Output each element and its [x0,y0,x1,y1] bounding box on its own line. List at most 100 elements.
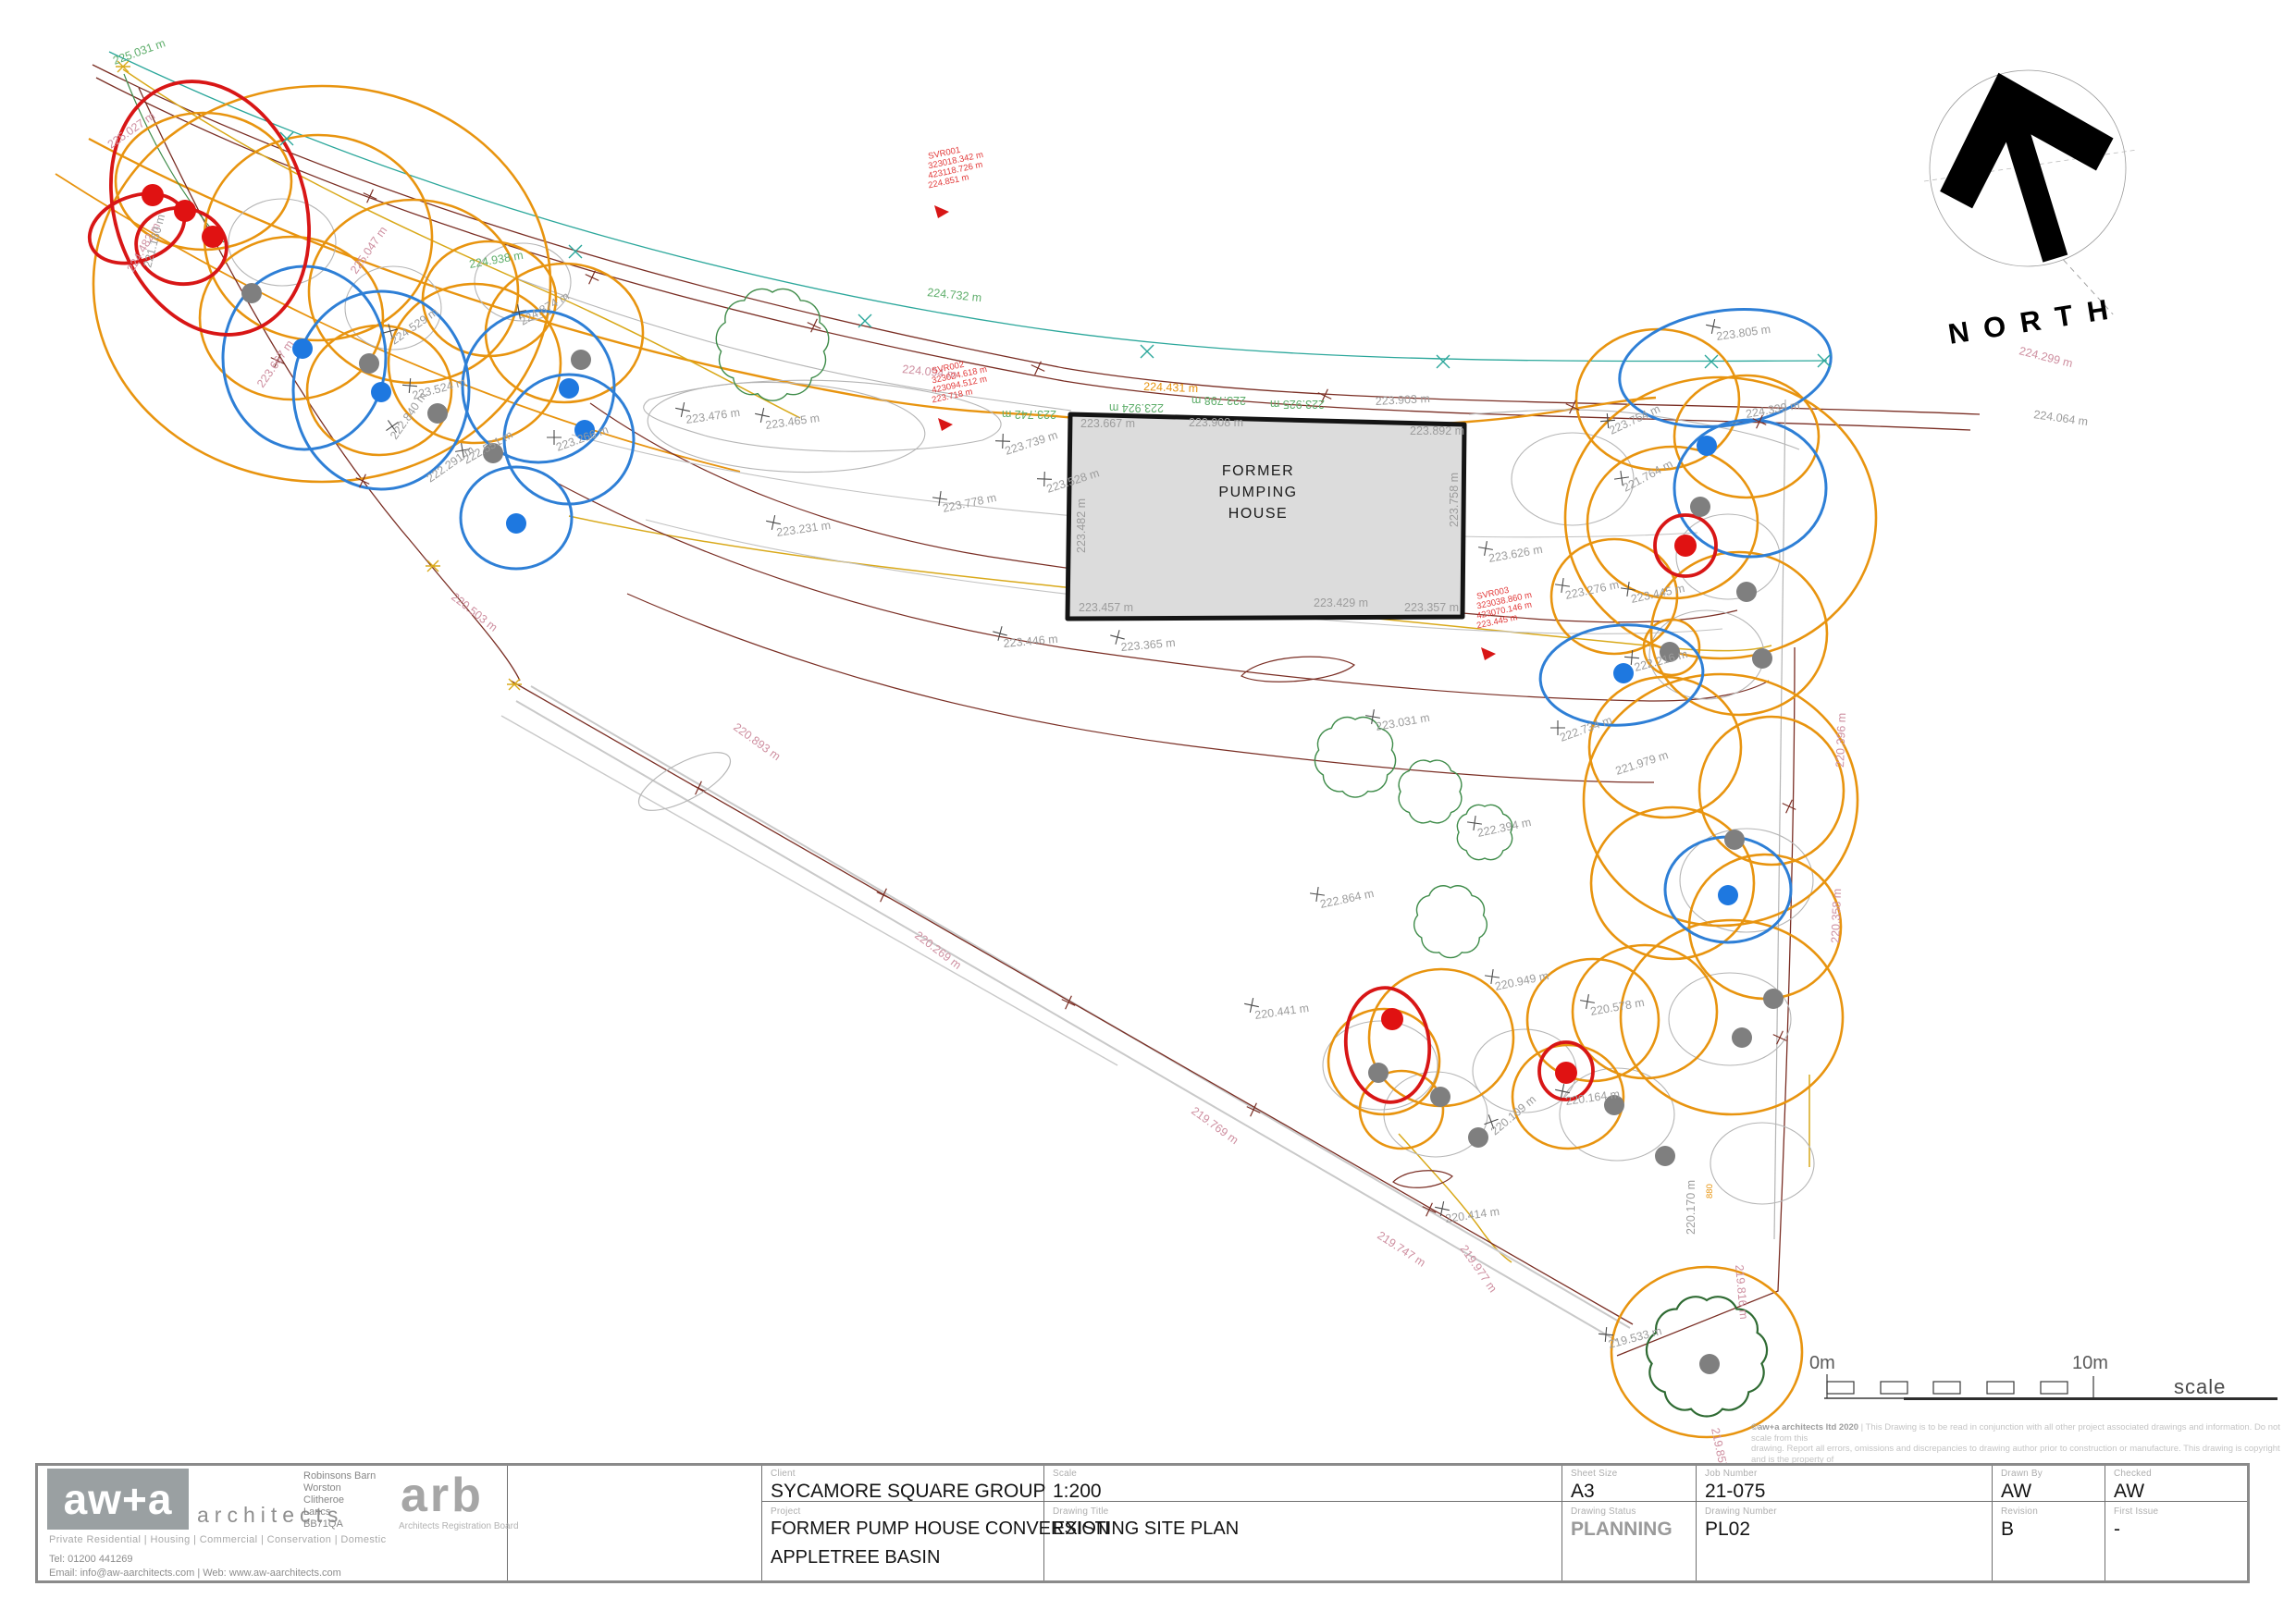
spot-level-label: 223.357 m [1404,601,1459,614]
spot-level-cross [1706,319,1721,334]
spot-level-cross [993,626,1007,641]
sheet-size-cell: Sheet Size A3 [1571,1469,1618,1502]
green-scalloped-tree [1456,804,1513,861]
spot-level-label: 225.031 m [111,36,167,67]
spot-level-label: 224.299 m [2018,344,2074,370]
gray-contour-top [513,277,1072,412]
revision-value: B [2001,1518,2015,1540]
spot-level-label: 224.431 m [1143,380,1199,395]
blue-canopy [1538,623,1705,727]
red-trunk-dot [202,226,224,248]
green-scalloped-tree [715,288,830,401]
spot-level-cross [675,402,690,417]
orange-canopy [1549,537,1679,656]
spot-level-cross [766,515,781,530]
project-line2: APPLETREE BASIN [771,1547,941,1568]
blue-trunk-dot [1718,885,1738,905]
yellow-x-mark [507,678,522,691]
gray-trunk-dot [359,353,379,374]
boundary-line-bottom [510,680,1634,1325]
teal-x-mark [279,131,294,146]
orange-canopy [1642,618,1701,677]
maroon-tick-mark [1772,1030,1787,1045]
spot-level-label: 223.457 m [1079,601,1133,614]
gray-trunk-dot [483,443,503,463]
north-circle [1929,69,2127,267]
spot-level-label: 223.924 m [1109,401,1164,414]
spot-level-cross [1467,816,1482,830]
first-issue-value: - [2114,1518,2120,1540]
yellow-line-c [1398,1133,1512,1263]
spot-level-label: 223.446 m [1003,633,1058,650]
spot-level-label: 223.231 m [775,519,831,539]
spot-level-label: 221.979 m [1614,748,1671,778]
building-label-line3: HOUSE [1228,506,1288,522]
blue-trunk-dot [292,338,313,359]
spot-level-cross [455,443,470,458]
north-arrow-glyph [1940,72,2114,263]
orange-canopy [1619,918,1845,1116]
project-cell: Project FORMER PUMP HOUSE CONVERSION APP… [771,1506,1110,1568]
gray-canopy [1511,432,1635,526]
spot-level-label: 223.465 m [764,412,820,432]
spot-level-cross [1478,541,1493,556]
spot-level-label: 880 [1705,1184,1715,1199]
spot-level-label: 224.094 m [902,363,957,381]
spot-level-cross [1484,1114,1499,1129]
spot-level-label: 221.764 m [1621,458,1675,495]
first-issue-cell: First Issue - [2114,1506,2159,1540]
sheet-size-value: A3 [1571,1481,1595,1502]
spot-level-label: 223.476 m [685,406,740,426]
gray-canopy [474,242,572,322]
gray-trunk-dot [1724,830,1745,850]
gray-trunk-dot [1690,497,1710,517]
job-number-value: 21-075 [1705,1481,1766,1502]
title-block: aw+a architects Private Residential | Ho… [35,1463,2250,1583]
spot-level-label: 222.394 m [1476,816,1533,840]
spot-level-cross [1036,471,1053,487]
awa-logo: aw+a [47,1469,189,1530]
red-trunk-dot [1381,1008,1403,1030]
spot-level-label: 220.949 m [1494,969,1550,993]
teal-x-mark [568,244,583,259]
gray-trunk-dot [1368,1063,1389,1083]
orange-canopy [1571,943,1719,1080]
gray-trunk-dot [1699,1354,1720,1374]
red-trunk-dot [142,184,164,206]
gray-trunk-dot [1752,648,1772,669]
orange-canopy [307,198,520,385]
track-edge-3 [500,715,1118,1066]
blue-trunk-dot [506,513,526,534]
spot-level-label: 223.667 m [1080,417,1135,430]
gray-trunk-dot [1604,1095,1624,1115]
spot-level-cross [1435,1201,1450,1216]
teal-x-mark [858,314,872,328]
spot-level-label: 220.893 m [731,720,783,763]
spot-level-cross [932,491,947,506]
gray-canopy [1668,972,1792,1066]
spot-level-cross [1310,887,1325,902]
tree-canopies-orange [92,84,1878,1439]
maroon-tick-mark [691,781,706,795]
blue-trunk-dot [1613,663,1634,683]
drawn-by-cell: Drawn By AW [2001,1469,2043,1502]
teal-survey-line [108,51,1828,363]
spot-level-cross [386,420,399,433]
scale-cell: Scale 1:200 [1053,1469,1102,1502]
gray-canopy [1559,1067,1675,1162]
spot-level-label: 219.769 m [1189,1104,1241,1147]
orange-canopy [1697,715,1845,867]
orange-canopy [203,133,434,342]
spot-level-cross [383,324,398,338]
maroon-tick-mark [1317,388,1332,403]
blue-canopy [291,289,471,491]
orange-canopy [1511,1043,1625,1150]
teal-x-mark [1436,354,1450,369]
drawing-title-value: EXISTING SITE PLAN [1053,1518,1240,1539]
spot-level-label: 223.758 m [1448,473,1461,527]
spot-level-label: 219.816 m [1733,1264,1750,1320]
awa-address: Robinsons Barn Worston Clitheroe Lancs B… [303,1470,376,1530]
track-edge-1 [515,700,1618,1342]
blue-trunk-dot [559,378,579,399]
